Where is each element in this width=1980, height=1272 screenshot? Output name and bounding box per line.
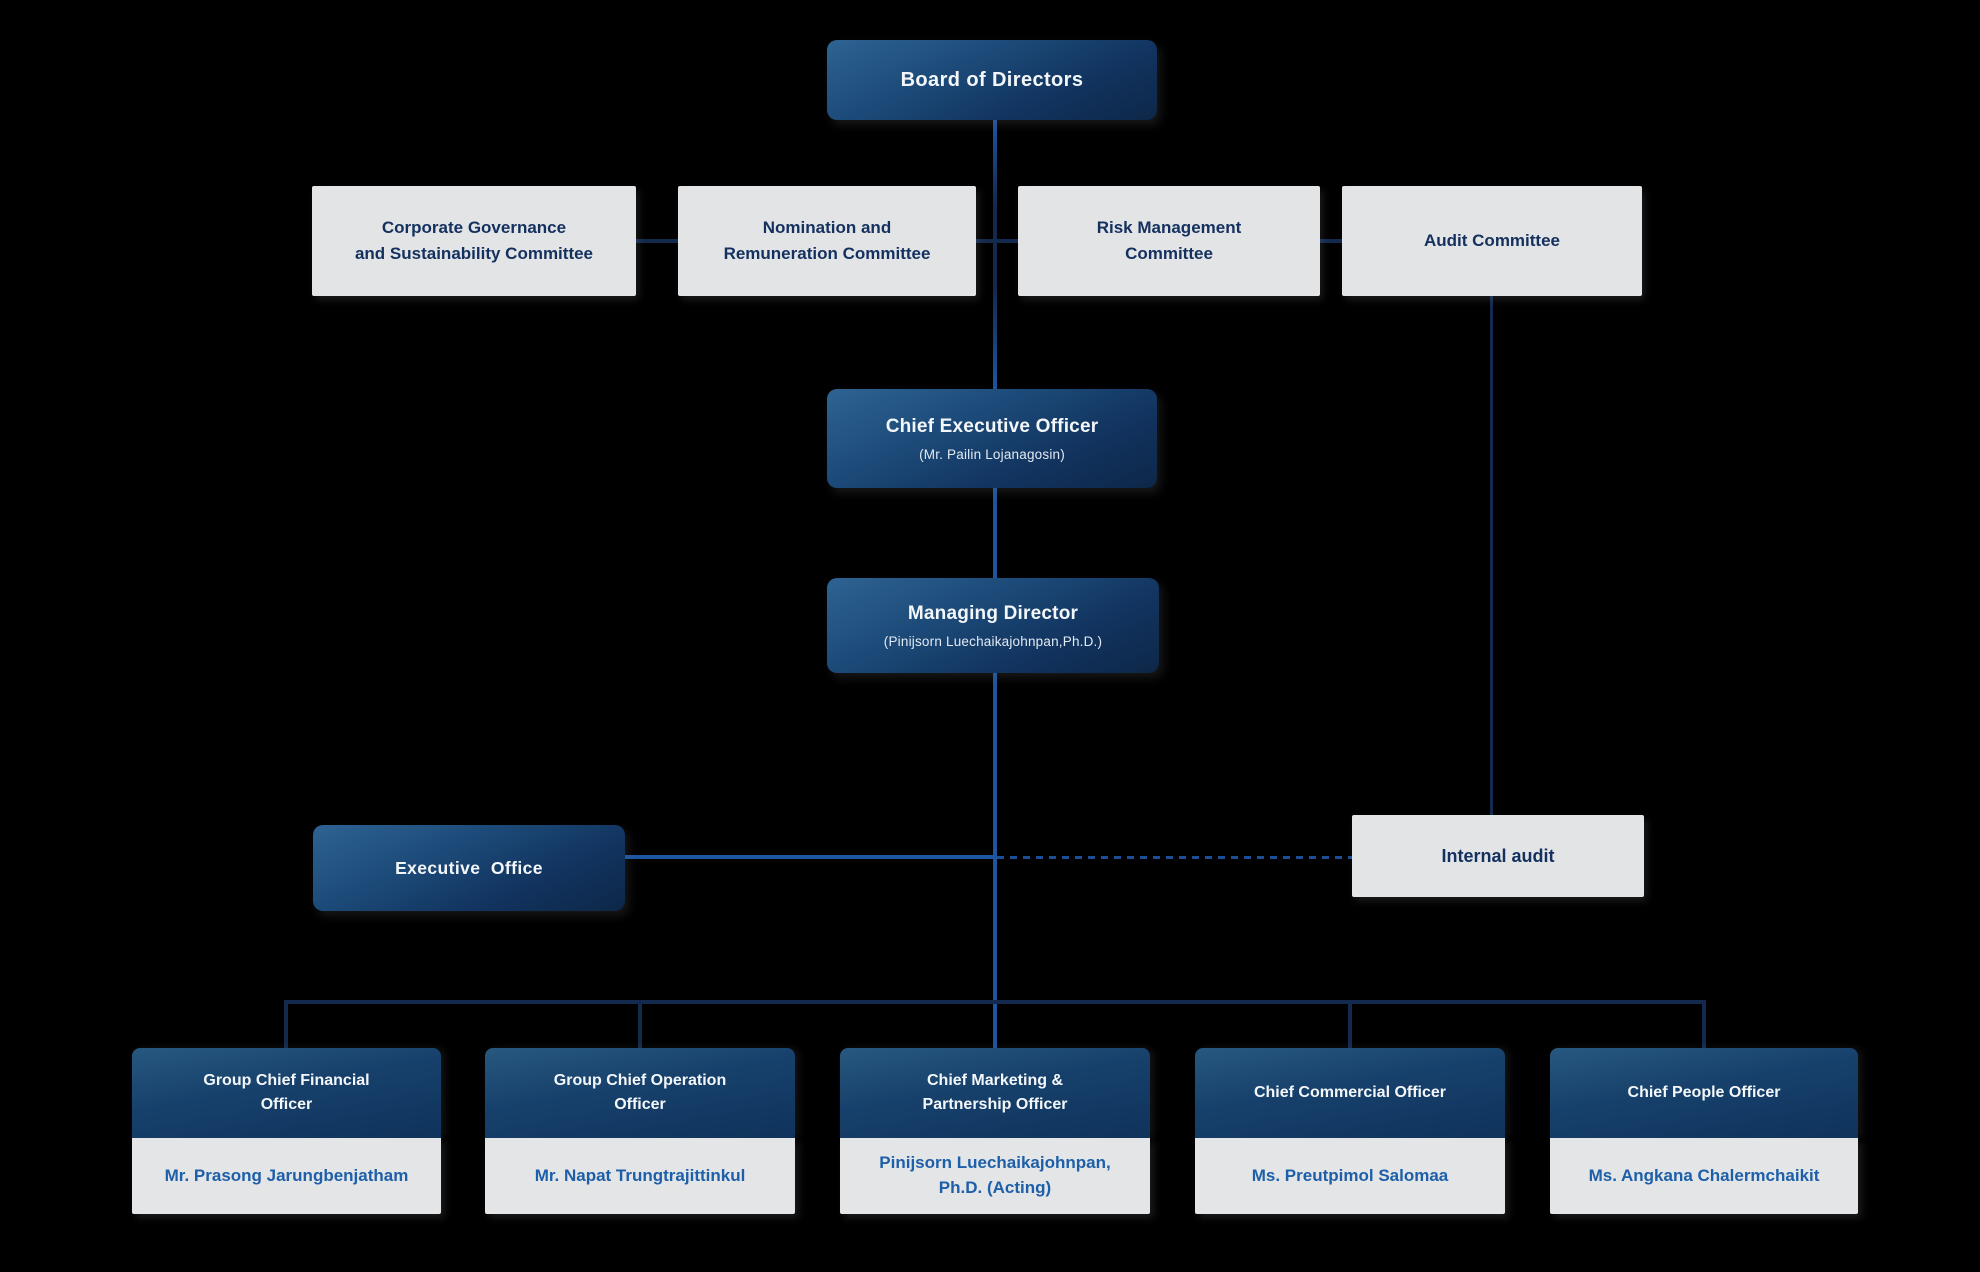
exec-name: Ms. Preutpimol Salomaa (1195, 1138, 1505, 1214)
exec-title: Chief Marketing & Partnership Officer (840, 1048, 1150, 1138)
node-corporate-governance-committee: Corporate Governance and Sustainability … (312, 186, 636, 296)
ceo-title: Chief Executive Officer (885, 415, 1099, 437)
committee-label: Nomination and Remuneration Committee (723, 217, 931, 263)
card-chief-people-officer: Chief People Officer Ms. Angkana Chalerm… (1550, 1048, 1858, 1214)
connector-bottom-rail (284, 1000, 1706, 1004)
board-label: Board of Directors (900, 68, 1084, 91)
connector-md-to-bottom (993, 673, 997, 1004)
node-nomination-remuneration-committee: Nomination and Remuneration Committee (678, 186, 976, 296)
exec-title: Chief Commercial Officer (1195, 1048, 1505, 1138)
exec-title: Group Chief Operation Officer (485, 1048, 795, 1138)
node-risk-management-committee: Risk Management Committee (1018, 186, 1320, 296)
connector-committee-2-3 (973, 239, 1019, 243)
exec-name: Mr. Napat Trungtrajittinkul (485, 1138, 795, 1214)
connector-drop-cpo (1702, 1004, 1706, 1049)
node-ceo: Chief Executive Officer (Mr. Pailin Loja… (827, 389, 1157, 488)
node-internal-audit: Internal audit (1352, 815, 1644, 897)
exec-title: Chief People Officer (1550, 1048, 1858, 1138)
connector-audit-to-internal-audit (1490, 296, 1493, 815)
connector-executive-office (625, 855, 993, 859)
card-group-chief-financial-officer: Group Chief Financial Officer Mr. Prason… (132, 1048, 441, 1214)
node-audit-committee: Audit Committee (1342, 186, 1642, 296)
internal-audit-label: Internal audit (1441, 845, 1555, 866)
md-name: (Pinijsorn Luechaikajohnpan,Ph.D.) (883, 633, 1103, 649)
committee-label: Corporate Governance and Sustainability … (354, 217, 594, 263)
md-title: Managing Director (907, 602, 1079, 624)
node-executive-office: Executive Office (313, 825, 625, 911)
exec-name: Ms. Angkana Chalermchaikit (1550, 1138, 1858, 1214)
card-chief-commercial-officer: Chief Commercial Officer Ms. Preutpimol … (1195, 1048, 1505, 1214)
connector-board-to-committees (993, 120, 997, 243)
connector-ceo-to-md (993, 488, 997, 578)
connector-drop-cfo (284, 1004, 288, 1049)
connector-committees-to-ceo (993, 242, 997, 389)
connector-drop-coo (638, 1004, 642, 1049)
connector-internal-audit-dashed (997, 856, 1352, 859)
exec-name: Mr. Prasong Jarungbenjatham (132, 1138, 441, 1214)
card-group-chief-operation-officer: Group Chief Operation Officer Mr. Napat … (485, 1048, 795, 1214)
exec-name: Pinijsorn Luechaikajohnpan, Ph.D. (Actin… (840, 1138, 1150, 1214)
connector-committee-1-2 (634, 239, 680, 243)
connector-drop-cco (1348, 1004, 1352, 1049)
connector-drop-cmo (993, 1004, 997, 1049)
exec-title: Group Chief Financial Officer (132, 1048, 441, 1138)
node-board-of-directors: Board of Directors (827, 40, 1157, 120)
committee-label: Audit Committee (1424, 230, 1560, 250)
ceo-name: (Mr. Pailin Lojanagosin) (919, 446, 1065, 462)
card-chief-marketing-partnership-officer: Chief Marketing & Partnership Officer Pi… (840, 1048, 1150, 1214)
executive-office-label: Executive Office (395, 857, 543, 878)
connector-committee-3-4 (1318, 239, 1344, 243)
committee-label: Risk Management Committee (1096, 217, 1242, 263)
node-managing-director: Managing Director (Pinijsorn Luechaikajo… (827, 578, 1159, 673)
